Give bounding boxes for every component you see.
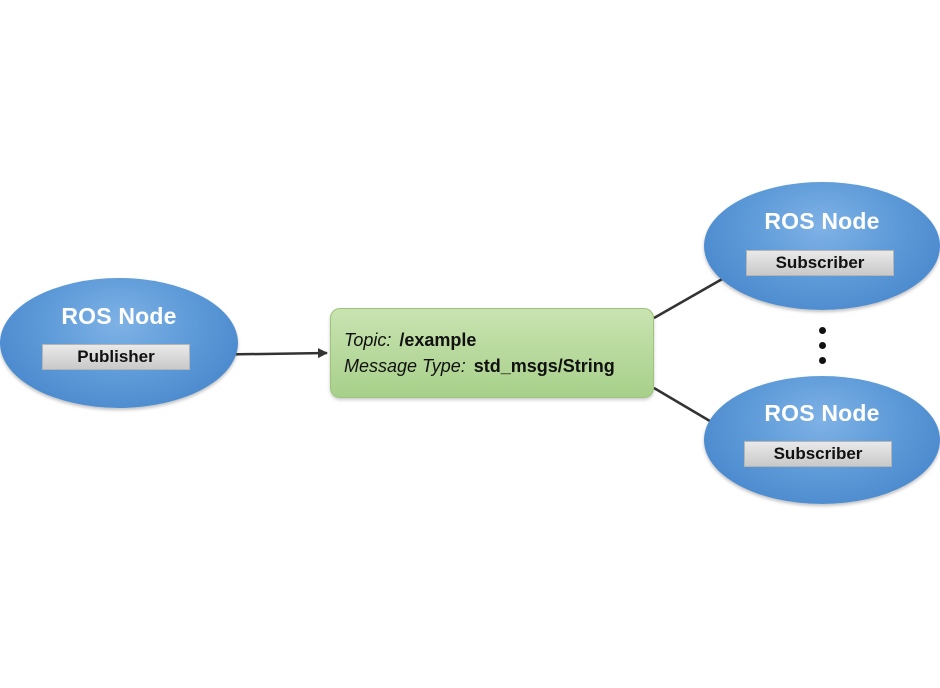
message-type-line: Message Type: std_msgs/String: [344, 356, 615, 377]
node-title: ROS Node: [61, 303, 177, 329]
subscriber-label: Subscriber: [744, 441, 892, 467]
topic-label: Topic:: [344, 330, 392, 350]
message-type-label: Message Type:: [344, 356, 466, 376]
ellipsis-dot: [819, 357, 826, 364]
subscriber-node-1: ROS Node Subscriber: [704, 182, 940, 310]
topic-box: Topic: /example Message Type: std_msgs/Str…: [330, 308, 654, 398]
topic-line: Topic: /example: [344, 330, 476, 351]
topic-value: /example: [399, 330, 477, 350]
subscriber-node-2: ROS Node Subscriber: [704, 376, 940, 504]
publisher-label: Publisher: [42, 344, 190, 370]
subscriber-label: Subscriber: [746, 250, 894, 276]
node-title: ROS Node: [764, 208, 880, 234]
ellipsis-dot: [819, 327, 826, 334]
node-title: ROS Node: [764, 400, 880, 426]
ellipsis-dot: [819, 342, 826, 349]
message-type-value: std_msgs/String: [473, 356, 615, 376]
publisher-node: ROS Node Publisher: [0, 278, 238, 408]
